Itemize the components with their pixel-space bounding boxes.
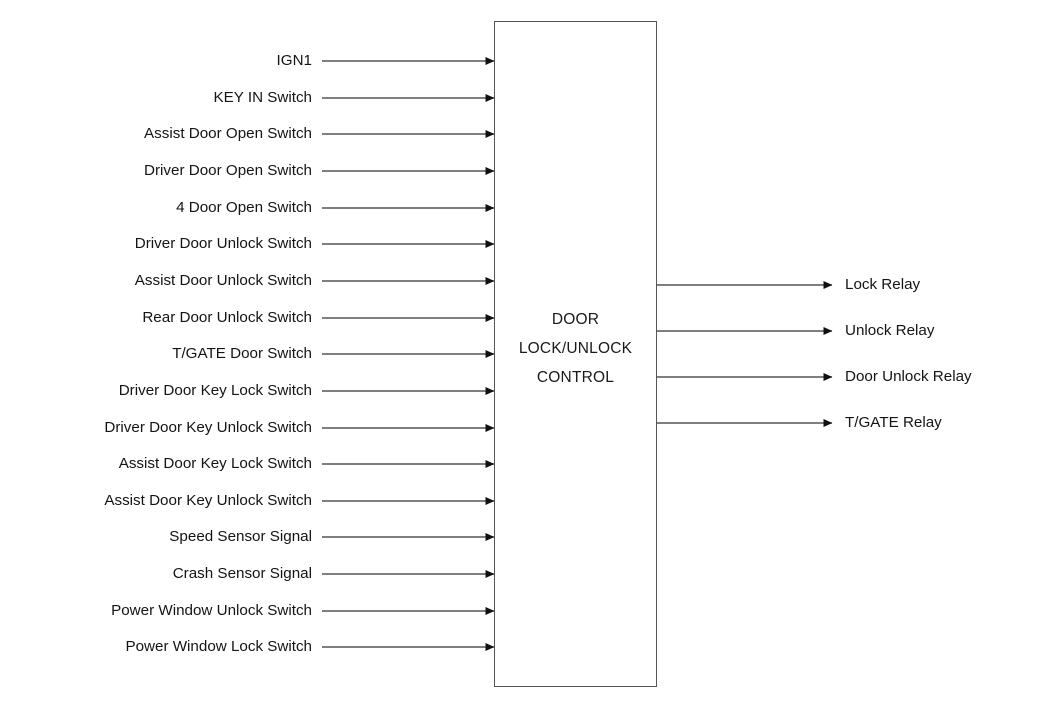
input-label-t-gate-door-switch: T/GATE Door Switch (172, 345, 312, 362)
input-label-ign1: IGN1 (276, 52, 312, 69)
output-label-t-gate-relay: T/GATE Relay (845, 414, 942, 431)
input-label-driver-door-unlock-switch: Driver Door Unlock Switch (134, 235, 312, 252)
control-unit-label-line-3: CONTROL (536, 369, 615, 386)
input-label-power-window-unlock-switch: Power Window Unlock Switch (111, 602, 312, 619)
input-label-assist-door-unlock-switch: Assist Door Unlock Switch (134, 272, 312, 289)
input-label-driver-door-open-switch: Driver Door Open Switch (144, 162, 312, 179)
input-label-driver-door-key-lock-switch: Driver Door Key Lock Switch (118, 382, 312, 399)
input-label-power-window-lock-switch: Power Window Lock Switch (125, 638, 312, 655)
control-unit-label-line-1: DOOR (551, 311, 600, 328)
input-label-key-in-switch: KEY IN Switch (213, 89, 312, 106)
output-wire-group (657, 281, 833, 427)
output-label-door-unlock-relay: Door Unlock Relay (845, 368, 972, 385)
input-label-assist-door-open-switch: Assist Door Open Switch (144, 125, 312, 142)
control-unit-label: DOOR LOCK/UNLOCK CONTROL (494, 305, 657, 392)
control-unit-box (494, 21, 657, 687)
output-label-unlock-relay: Unlock Relay (845, 322, 935, 339)
input-label-speed-sensor-signal: Speed Sensor Signal (169, 528, 312, 545)
input-wire-group (322, 57, 495, 651)
output-label-lock-relay: Lock Relay (845, 276, 921, 293)
input-label-rear-door-unlock-switch: Rear Door Unlock Switch (142, 309, 312, 326)
input-label-assist-door-key-lock-switch: Assist Door Key Lock Switch (118, 455, 312, 472)
input-label-crash-sensor-signal: Crash Sensor Signal (172, 565, 312, 582)
input-label-driver-door-key-unlock-switch: Driver Door Key Unlock Switch (104, 419, 312, 436)
control-unit-label-line-2: LOCK/UNLOCK (518, 340, 633, 357)
input-label-assist-door-key-unlock-switch: Assist Door Key Unlock Switch (104, 492, 312, 509)
input-label-4-door-open-switch: 4 Door Open Switch (176, 199, 312, 216)
